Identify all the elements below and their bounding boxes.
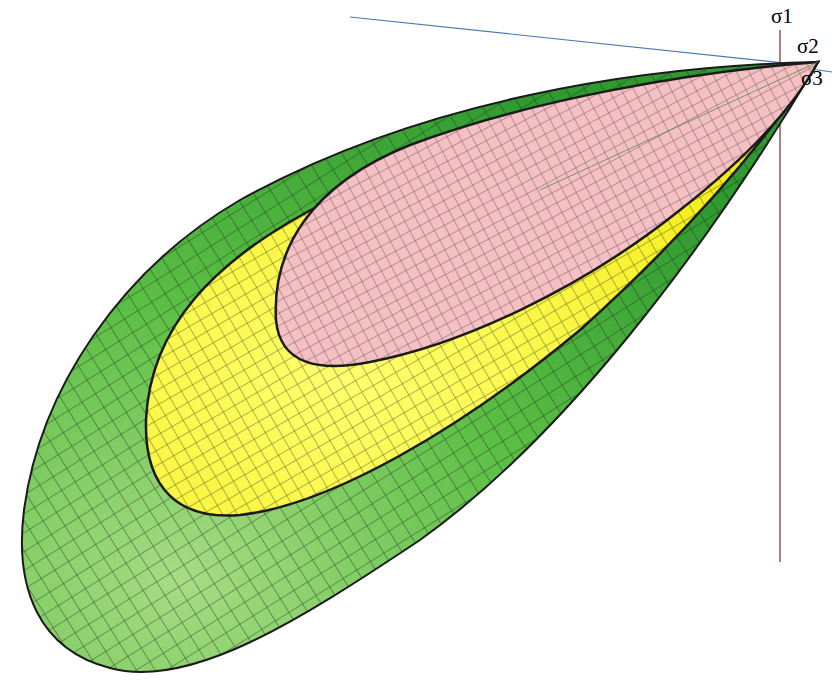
- surface-mesh: [276, 62, 818, 366]
- surface-mesh: [146, 62, 818, 516]
- middle-surface: [146, 62, 818, 516]
- axis-line: [350, 17, 812, 66]
- axis-label: σ3: [801, 68, 823, 89]
- outer-surface: [22, 62, 818, 672]
- hydrostatic-axis: [540, 62, 818, 190]
- axis-label: σ1: [771, 6, 793, 27]
- surface-mesh: [22, 62, 818, 672]
- axis-label: σ2: [797, 36, 819, 57]
- inner-surface: [276, 62, 818, 366]
